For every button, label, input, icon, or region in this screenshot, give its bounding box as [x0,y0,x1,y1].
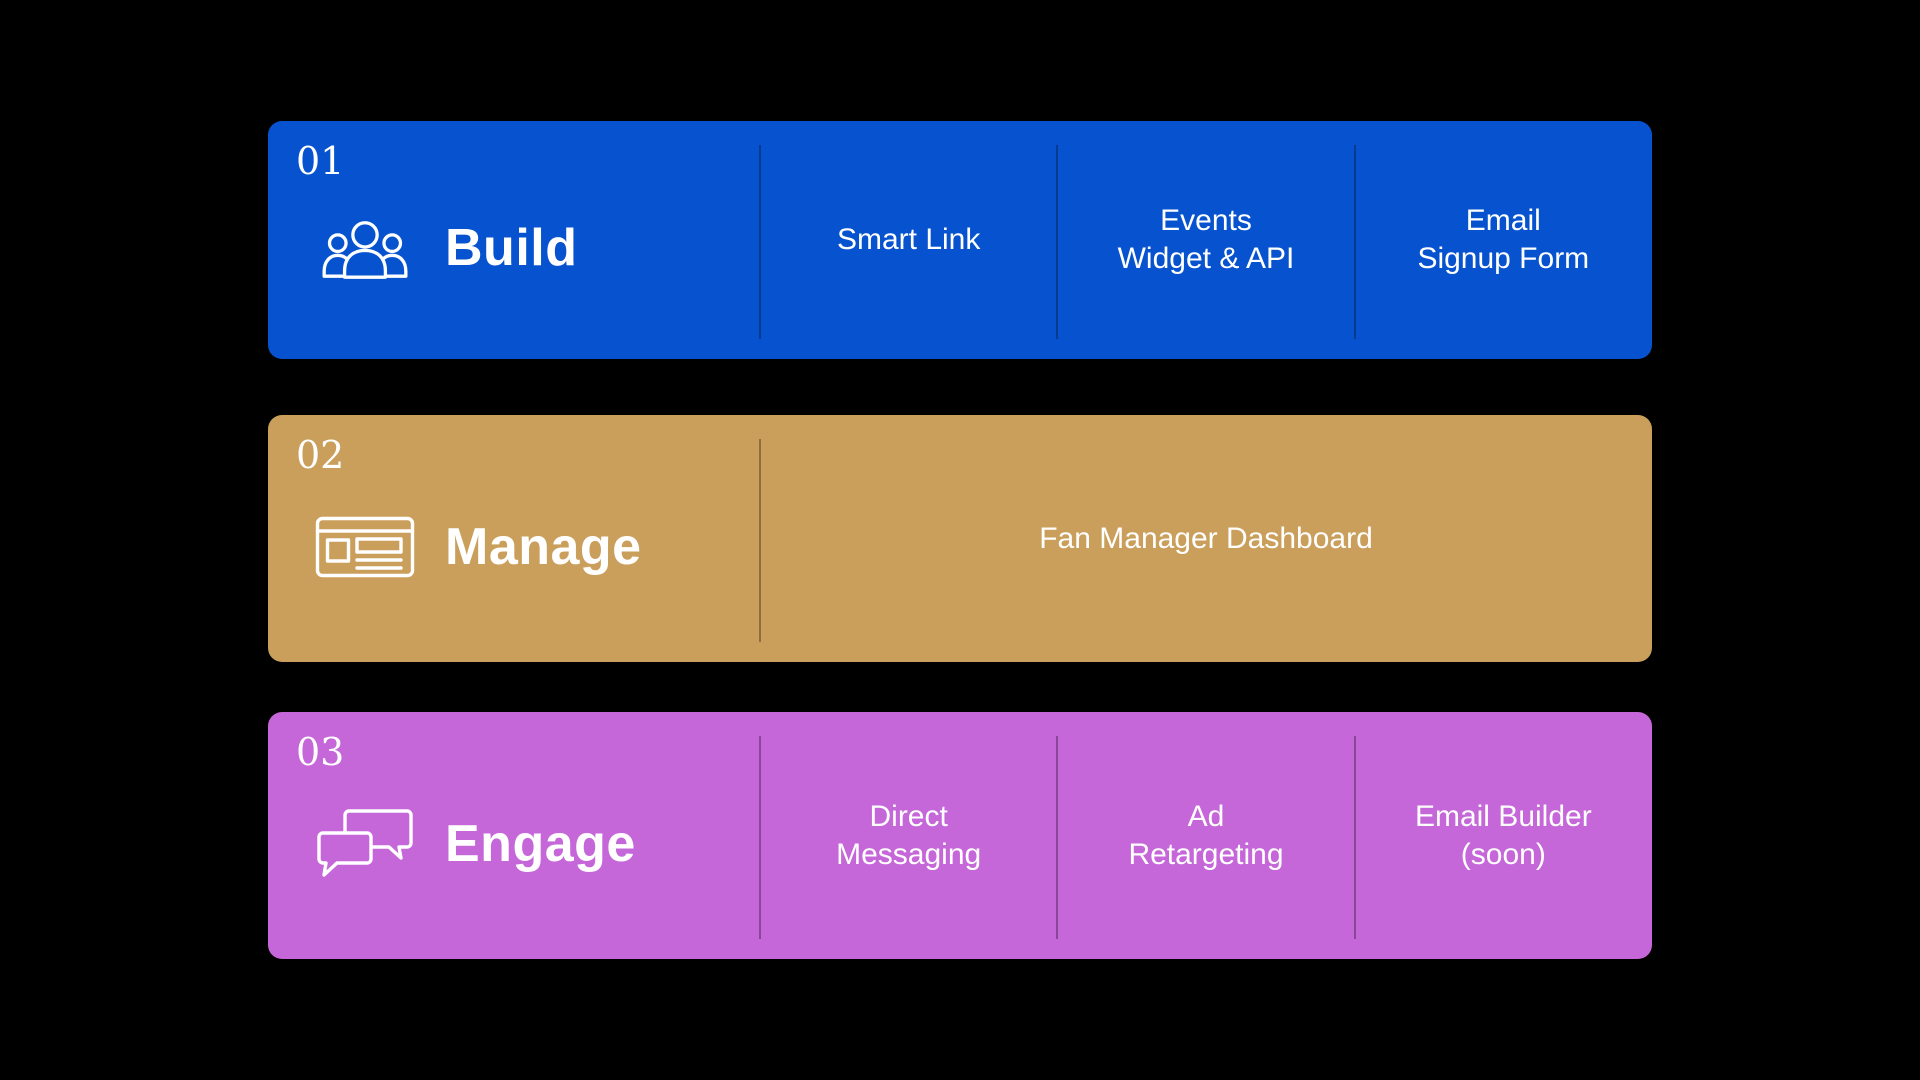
panel-title: Manage [445,517,642,576]
panel-manage-label: Manage [268,415,760,662]
panel-build-label: Build [268,121,760,359]
feature-cell: Direct Messaging [758,712,1057,959]
feature-cell: Smart Link [758,121,1057,359]
feature-label: Smart Link [836,223,981,256]
panel-build: 01 Build Smart Link Events Widget & API … [268,121,1652,359]
feature-cell: Email Builder (soon) [1353,712,1652,959]
panel-number: 01 [296,139,345,183]
panel-number: 03 [296,730,345,774]
panel-number: 02 [296,433,345,477]
feature-label: Events Widget & API [1117,204,1295,275]
panel-title: Build [445,219,578,277]
panel-title: Engage [445,814,636,873]
feature-cell: Email Signup Form [1353,121,1652,359]
browser-card-icon [315,516,415,578]
feature-label: Fan Manager Dashboard [1039,521,1373,555]
feature-cell: Ad Retargeting [1056,712,1354,959]
feature-cell: Fan Manager Dashboard [759,415,1652,662]
panel-engage-features: Direct Messaging Ad Retargeting Email Bu… [758,712,1652,959]
people-group-icon [315,213,415,283]
feature-label: Direct Messaging [836,799,982,871]
panel-engage-label: Engage [268,712,760,959]
feature-label: Email Signup Form [1417,204,1590,275]
feature-cell: Events Widget & API [1056,121,1354,359]
feature-label: Email Builder (soon) [1414,799,1592,871]
feature-label: Ad Retargeting [1128,799,1284,871]
panel-manage: 02 Manage Fan Manager Dashboard [268,415,1652,662]
panel-manage-features: Fan Manager Dashboard [759,415,1652,662]
panel-engage: 03 Engage Direct Messaging Ad Retargetin… [268,712,1652,959]
panel-build-features: Smart Link Events Widget & API Email Sig… [758,121,1652,359]
chat-bubbles-icon [315,808,415,880]
